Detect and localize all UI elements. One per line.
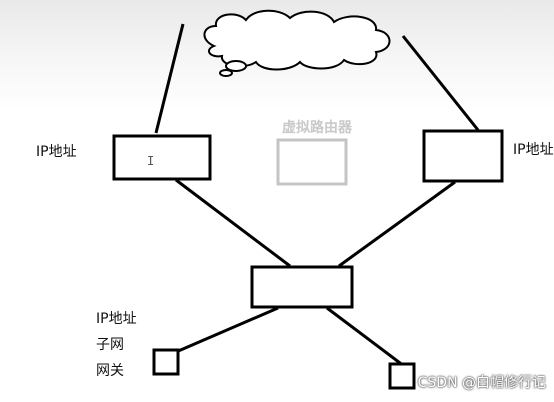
label-list-ip: IP地址 — [96, 311, 137, 327]
router-right-box — [422, 129, 504, 183]
host-left-box — [152, 348, 180, 376]
link-right-uplink — [401, 35, 480, 131]
link-left-to-switch — [175, 178, 291, 268]
label-ip-left: IP地址 — [36, 144, 77, 160]
label-virtual-router: 虚拟路由器 — [282, 120, 352, 136]
host-right-box — [388, 362, 416, 390]
label-ip-right: IP地址 — [513, 142, 554, 158]
virtual-router-box — [276, 138, 348, 186]
switch-box — [250, 265, 354, 309]
link-left-uplink — [154, 23, 185, 134]
cloud-icon — [203, 9, 391, 77]
label-list-gateway: 网关 — [96, 363, 124, 379]
label-list-subnet: 子网 — [96, 337, 124, 353]
text-cursor-icon: I — [147, 154, 155, 168]
link-right-to-switch — [338, 180, 456, 268]
watermark: CSDN @白帽修行记 — [417, 375, 546, 391]
link-switch-to-host-left — [175, 306, 279, 354]
router-left-box — [112, 134, 212, 181]
link-switch-to-host-right — [326, 306, 405, 368]
